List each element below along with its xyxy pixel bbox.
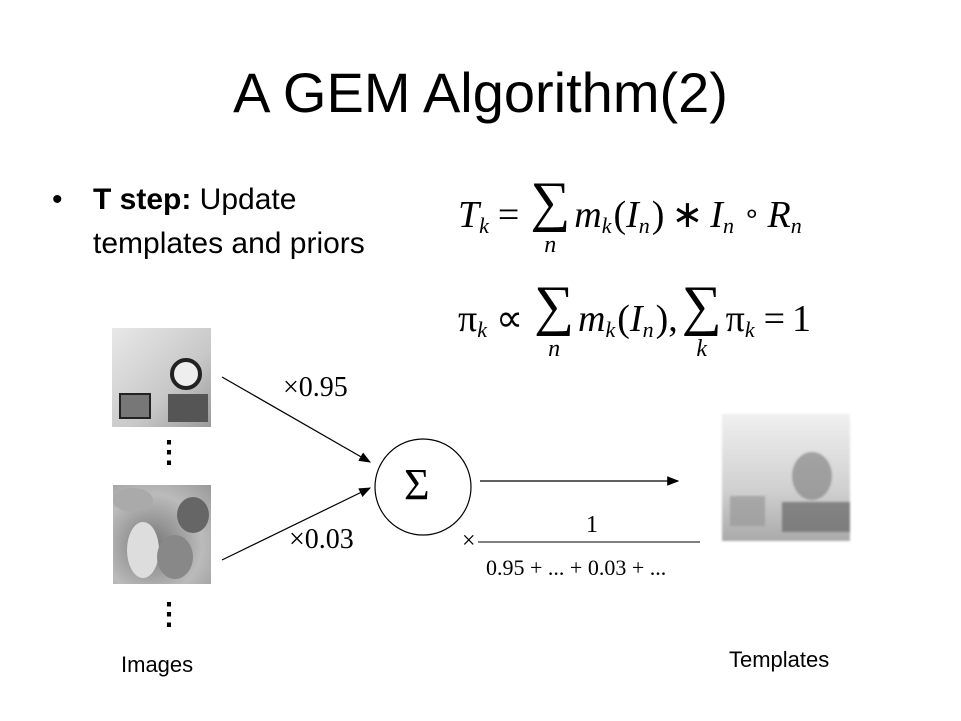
f2-sum: ∑: [534, 275, 575, 337]
f1-I2: I: [710, 194, 723, 236]
weight-label-2: ×0.03: [289, 524, 354, 555]
bullet-text: T step: Update templates and priors: [93, 178, 365, 266]
f1-circ: ∘: [742, 199, 761, 230]
image-peppers-photo: [113, 485, 211, 584]
f2-mk: k: [605, 317, 616, 342]
ellipsis-dots-1: ⋮: [154, 436, 184, 469]
formula-prior-update: π k ∝ ∑ n m k ( I n ), ∑ k π k = 1: [458, 276, 811, 362]
f1-n2: n: [722, 213, 734, 238]
f1-rp: ): [651, 194, 665, 236]
bullet-marker: •: [52, 183, 63, 216]
f2-m: m: [578, 298, 606, 340]
image-clock-photo: [112, 328, 211, 427]
weight-label-1: ×0.95: [283, 372, 348, 403]
images-label: Images: [121, 652, 194, 677]
normalizer-denominator: 0.95 + ... + 0.03 + ...: [486, 555, 667, 580]
normalizer-numerator: 1: [586, 512, 598, 538]
f2-sum2: ∑: [681, 275, 722, 337]
f2-one: 1: [792, 298, 812, 340]
normalizer-times: ×: [462, 528, 476, 554]
formula-template-update: T k = ∑ n m k ( I n ) ∗ I n ∘ R n: [458, 172, 804, 258]
f2-lp: (: [617, 298, 630, 340]
clock-photo-shapes: [119, 358, 208, 422]
f1-k: k: [479, 213, 489, 238]
ellipsis-dots-2: ⋮: [154, 598, 184, 631]
f1-sum-limit: n: [544, 232, 557, 258]
sum-node-symbol: Σ: [404, 460, 430, 509]
f2-sum-group: ∑ n: [534, 276, 574, 362]
f2-pi: π: [458, 298, 478, 340]
f1-sum: ∑: [530, 171, 571, 233]
f1-I: I: [626, 194, 639, 236]
template-image-shapes: [730, 452, 850, 532]
template-image: [722, 414, 850, 541]
f2-sum-limit: n: [548, 336, 561, 362]
f2-k2: k: [744, 317, 755, 342]
f2-k: k: [477, 317, 487, 342]
f1-eq: =: [497, 194, 520, 236]
f1-star: ∗: [671, 194, 704, 236]
f1-mk: k: [601, 213, 612, 238]
f1-lp: (: [613, 194, 627, 236]
f2-n: n: [642, 317, 654, 342]
f2-eq: =: [763, 298, 786, 340]
f1-T: T: [458, 194, 480, 236]
f1-n3: n: [790, 213, 802, 238]
f2-sum2-limit: k: [696, 336, 707, 362]
f1-sum-group: ∑ n: [530, 172, 570, 258]
arrow-image1-to-sum: [221, 376, 372, 463]
f1-n: n: [638, 213, 650, 238]
templates-label: Templates: [729, 647, 830, 672]
f2-rp: ),: [655, 298, 678, 340]
bullet-bold: T step:: [93, 183, 192, 216]
f2-prop: ∝: [495, 298, 524, 340]
bullet-line1: Update: [191, 183, 297, 216]
peppers-photo-shapes: [113, 488, 209, 579]
sum-node-circle: [374, 438, 472, 536]
arrow-image2-to-sum: [221, 487, 372, 561]
f2-I: I: [629, 298, 643, 340]
f2-pi2: π: [725, 298, 745, 340]
bullet-line2: templates and priors: [93, 227, 365, 260]
f2-sum2-group: ∑ k: [682, 276, 722, 362]
f1-m: m: [574, 194, 602, 236]
slide-title: A GEM Algorithm(2): [233, 61, 728, 124]
f1-R: R: [767, 194, 791, 236]
